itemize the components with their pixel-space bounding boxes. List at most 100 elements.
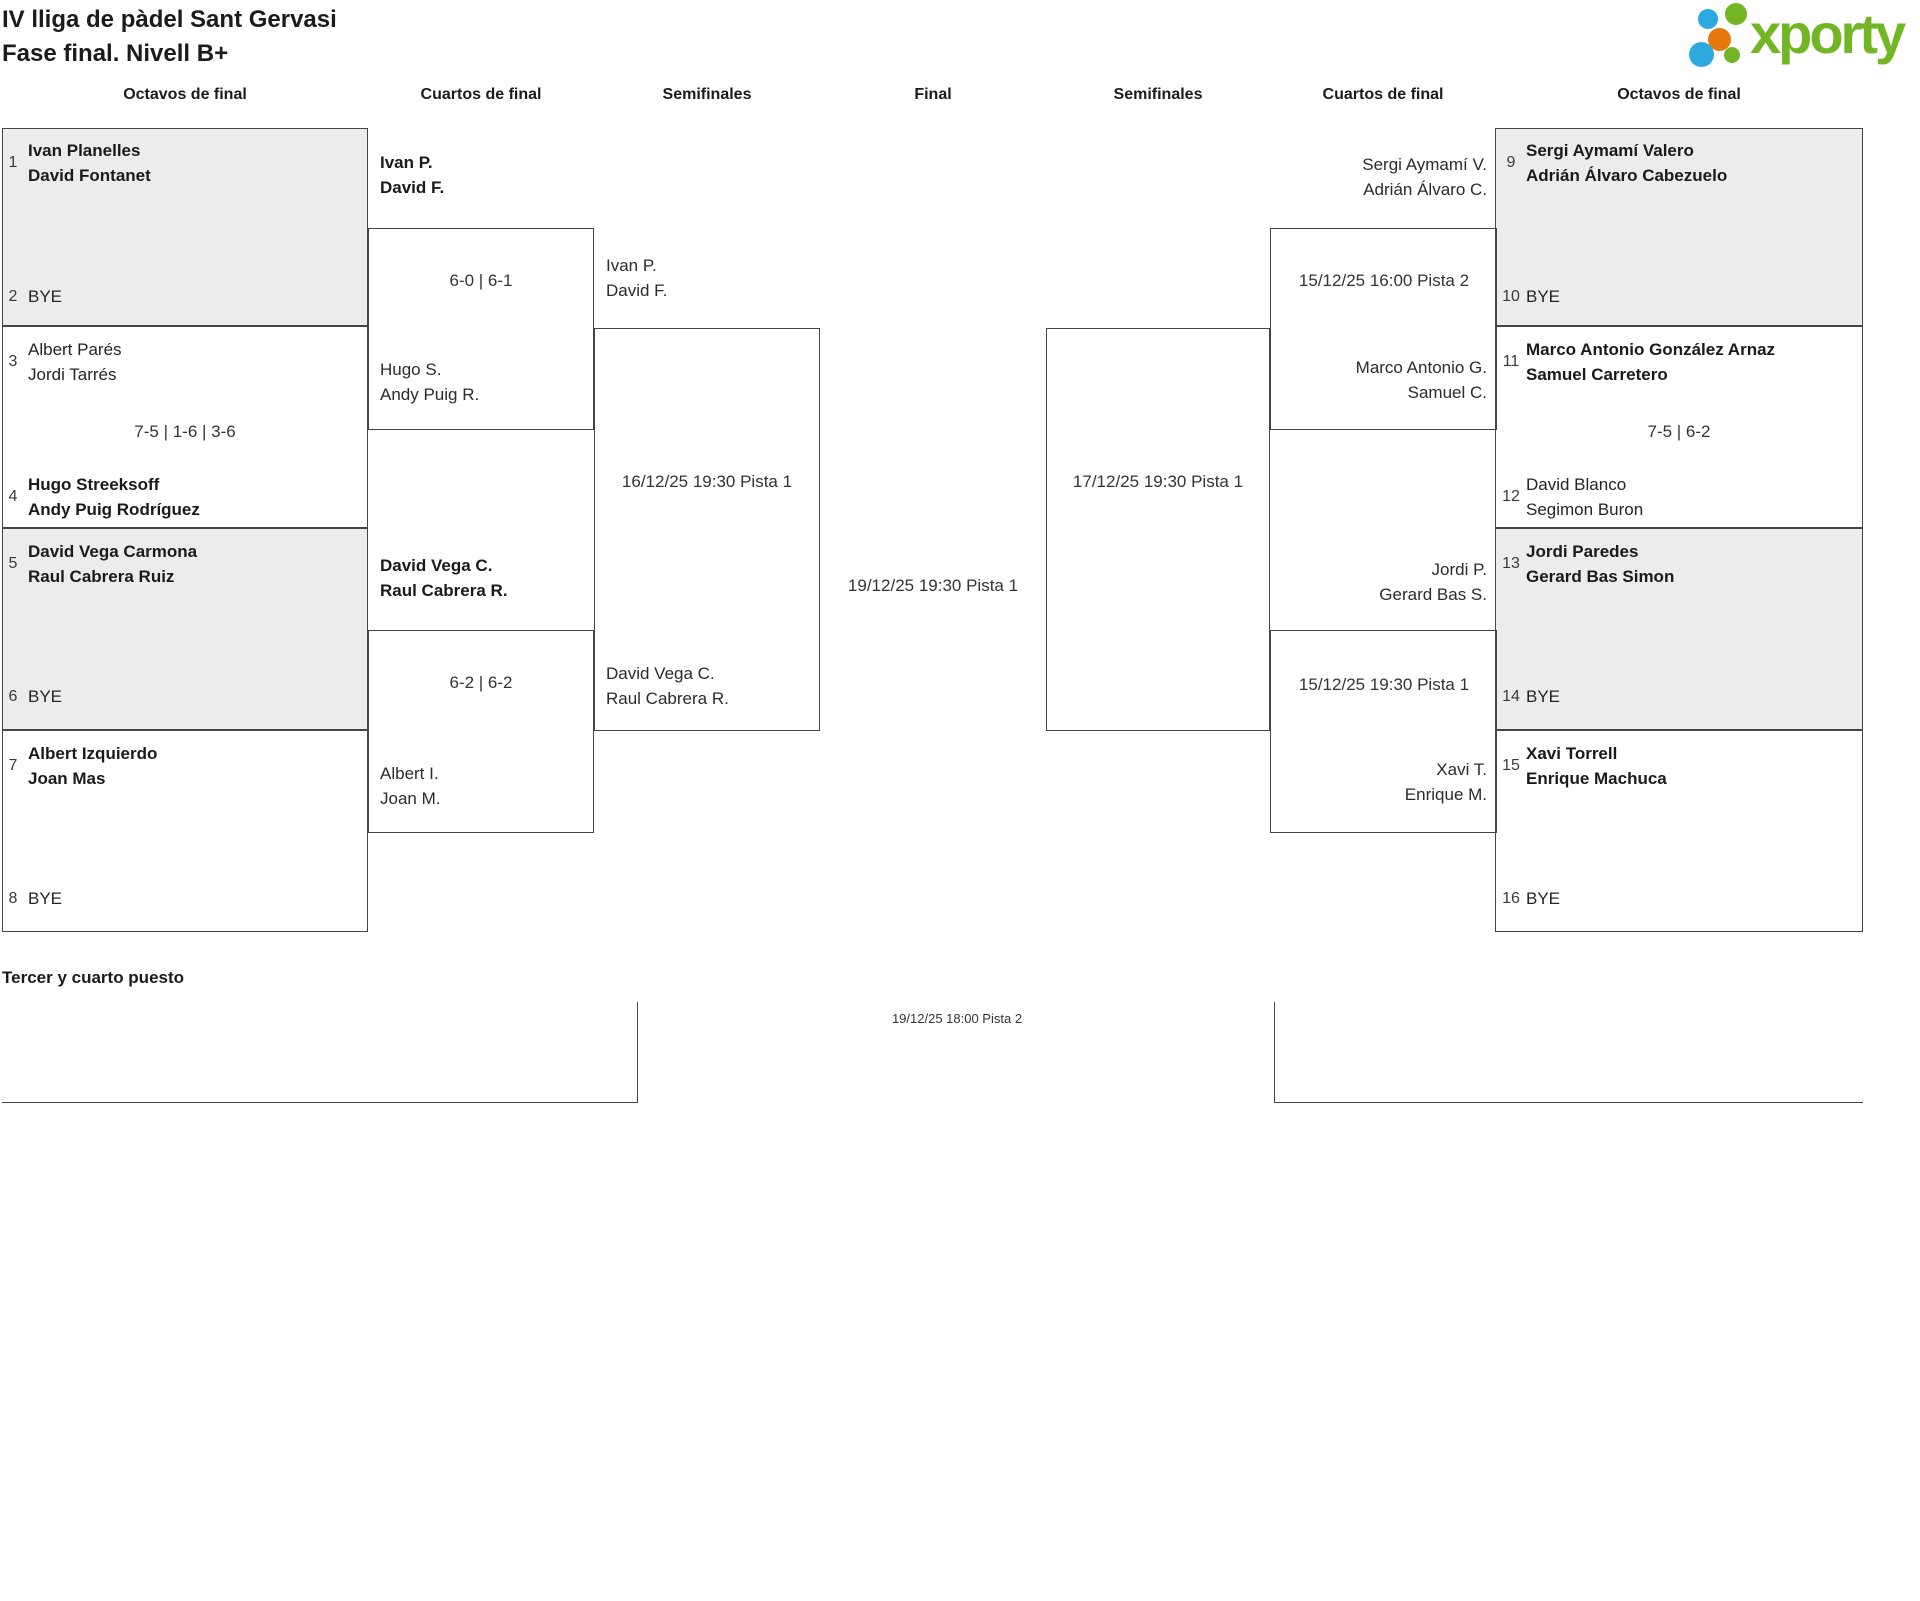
qf-left-top-team2: Hugo S. Andy Puig R. [380, 360, 480, 404]
seed-number: 11 [1502, 353, 1520, 370]
round-header-octavos-left: Octavos de final [123, 86, 247, 103]
qf-right-bottom-team1: Jordi P. Gerard Bas S. [1379, 560, 1487, 604]
entry-seed-4: 4 Hugo Streeksoff Andy Puig Rodríguez [4, 472, 200, 522]
seed-number: 3 [8, 353, 18, 370]
qf-left-top-team1: Ivan P. David F. [380, 153, 445, 197]
entry-seed-10-bye: 10 BYE [1502, 284, 1560, 309]
bye-label: BYE [28, 287, 63, 306]
entry-seed-16-bye: 16 BYE [1502, 886, 1560, 911]
score-qf-left-bottom: 6-2 | 6-2 [449, 673, 513, 692]
seed-number: 15 [1502, 757, 1520, 774]
match-box-octavos-1-2[interactable] [2, 128, 368, 326]
match-box-octavos-7-8[interactable] [2, 730, 368, 932]
seed-number: 10 [1502, 287, 1520, 305]
schedule-final: 19/12/25 19:30 Pista 1 [847, 576, 1019, 595]
seed-number: 14 [1502, 687, 1520, 705]
seed-number: 8 [8, 889, 18, 907]
qf-right-top-team2: Marco Antonio G. Samuel C. [1355, 358, 1487, 402]
tournament-name: IV lliga de pàdel Sant Gervasi [2, 6, 337, 33]
schedule-sf-left: 16/12/25 19:30 Pista 1 [621, 472, 793, 491]
team-names: Marco Antonio González Arnaz Samuel Carr… [1526, 340, 1776, 384]
schedule-third-place: 19/12/25 18:00 Pista 2 [891, 1011, 1023, 1026]
round-header-final: Final [914, 86, 952, 103]
bye-label: BYE [1526, 687, 1561, 706]
qf-left-bottom-team1: David Vega C. Raul Cabrera R. [380, 556, 508, 600]
round-header-cuartos-right: Cuartos de final [1322, 86, 1444, 103]
schedule-qf-right-bottom: 15/12/25 19:30 Pista 1 [1298, 675, 1470, 694]
third-place-bracket-right-line [1274, 1002, 1863, 1103]
match-box-semifinal-right[interactable] [1046, 328, 1270, 731]
entry-seed-5: 5 David Vega Carmona Raul Cabrera Ruiz [4, 539, 198, 589]
schedule-sf-right: 17/12/25 19:30 Pista 1 [1072, 472, 1244, 491]
team-names: Sergi Aymamí Valero Adrián Álvaro Cabezu… [1526, 141, 1728, 185]
match-box-octavos-11-12[interactable] [1495, 326, 1863, 528]
team-names: Xavi Torrell Enrique Machuca [1526, 744, 1667, 788]
match-box-semifinal-left[interactable] [594, 328, 820, 731]
entry-seed-12: 12 David Blanco Segimon Buron [1502, 472, 1643, 522]
logo-wordmark: xporty [1750, 2, 1906, 65]
sf-left-team1: Ivan P. David F. [606, 256, 668, 300]
round-header-semis-left: Semifinales [662, 86, 752, 103]
entry-seed-14-bye: 14 BYE [1502, 684, 1560, 709]
qf-right-top-team1: Sergi Aymamí V. Adrián Álvaro C. [1362, 155, 1487, 199]
match-box-octavos-15-16[interactable] [1495, 730, 1863, 932]
match-box-octavos-5-6[interactable] [2, 528, 368, 730]
entry-seed-1: 1 Ivan Planelles David Fontanet [4, 138, 151, 188]
entry-seed-9: 9 Sergi Aymamí Valero Adrián Álvaro Cabe… [1502, 138, 1728, 188]
match-box-octavos-3-4[interactable] [2, 326, 368, 528]
bye-label: BYE [1526, 287, 1561, 306]
seed-number: 12 [1502, 488, 1520, 505]
seed-number: 5 [8, 555, 18, 572]
seed-number: 13 [1502, 555, 1520, 572]
page-title: IV lliga de pàdel Sant Gervasi Fase fina… [2, 3, 337, 71]
seed-number: 1 [8, 154, 18, 171]
entry-seed-7: 7 Albert Izquierdo Joan Mas [4, 741, 158, 791]
match-box-cuartos-left-bottom[interactable] [368, 630, 594, 833]
match-box-octavos-13-14[interactable] [1495, 528, 1863, 730]
round-header-semis-right: Semifinales [1113, 86, 1203, 103]
qf-right-bottom-team2: Xavi T. Enrique M. [1404, 760, 1487, 804]
entry-seed-8-bye: 8 BYE [4, 886, 62, 911]
round-header-cuartos-left: Cuartos de final [420, 86, 542, 103]
entry-seed-13: 13 Jordi Paredes Gerard Bas Simon [1502, 539, 1674, 589]
third-place-heading: Tercer y cuarto puesto [2, 968, 185, 987]
seed-number: 7 [8, 757, 18, 774]
score-octavos-3-4: 7-5 | 1-6 | 3-6 [134, 422, 236, 441]
entry-seed-11: 11 Marco Antonio González Arnaz Samuel C… [1502, 337, 1775, 387]
team-names: David Vega Carmona Raul Cabrera Ruiz [28, 542, 198, 586]
team-names: David Blanco Segimon Buron [1526, 475, 1644, 519]
match-box-cuartos-right-top[interactable] [1270, 228, 1497, 430]
score-octavos-11-12: 7-5 | 6-2 [1647, 422, 1711, 441]
score-qf-left-top: 6-0 | 6-1 [449, 271, 513, 290]
third-place-bracket-left-line [2, 1002, 638, 1103]
bye-label: BYE [28, 687, 63, 706]
sf-left-team2: David Vega C. Raul Cabrera R. [606, 664, 729, 708]
entry-seed-6-bye: 6 BYE [4, 684, 62, 709]
entry-seed-2-bye: 2 BYE [4, 284, 62, 309]
seed-number: 16 [1502, 889, 1520, 907]
bye-label: BYE [28, 889, 63, 908]
seed-number: 4 [8, 488, 18, 505]
team-names: Ivan Planelles David Fontanet [28, 141, 151, 185]
match-box-cuartos-left-top[interactable] [368, 228, 594, 430]
team-names: Albert Parés Jordi Tarrés [28, 340, 122, 384]
entry-seed-15: 15 Xavi Torrell Enrique Machuca [1502, 741, 1667, 791]
bye-label: BYE [1526, 889, 1561, 908]
schedule-qf-right-top: 15/12/25 16:00 Pista 2 [1298, 271, 1470, 290]
round-header-octavos-right: Octavos de final [1617, 86, 1741, 103]
xporty-logo[interactable]: xporty [1680, 0, 1920, 74]
team-names: Albert Izquierdo Joan Mas [28, 744, 158, 788]
phase-name: Fase final. Nivell B+ [2, 40, 229, 67]
seed-number: 6 [8, 687, 18, 705]
logo-dot-orange-icon [1708, 28, 1731, 51]
match-box-cuartos-right-bottom[interactable] [1270, 630, 1497, 833]
qf-left-bottom-team2: Albert I. Joan M. [380, 764, 441, 808]
team-names: Hugo Streeksoff Andy Puig Rodríguez [28, 475, 200, 519]
logo-dot-green-large-icon [1725, 3, 1747, 25]
entry-seed-3: 3 Albert Parés Jordi Tarrés [4, 337, 122, 387]
match-box-octavos-9-10[interactable] [1495, 128, 1863, 326]
team-names: Jordi Paredes Gerard Bas Simon [1526, 542, 1675, 586]
seed-number: 9 [1506, 154, 1516, 171]
logo-dot-blue-bottom-icon [1689, 42, 1714, 67]
